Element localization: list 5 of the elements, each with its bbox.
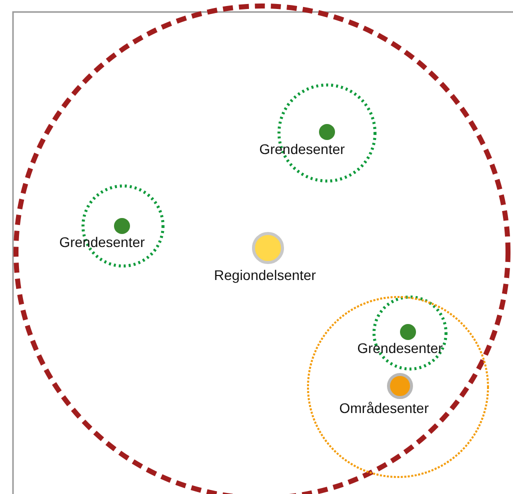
place-label: Områdesenter <box>339 400 429 416</box>
place-label: Grendesenter <box>357 340 443 356</box>
place-label: Grendesenter <box>59 234 145 250</box>
place-label: Regiondelsenter <box>214 267 316 283</box>
place-label: Grendesenter <box>259 141 345 157</box>
